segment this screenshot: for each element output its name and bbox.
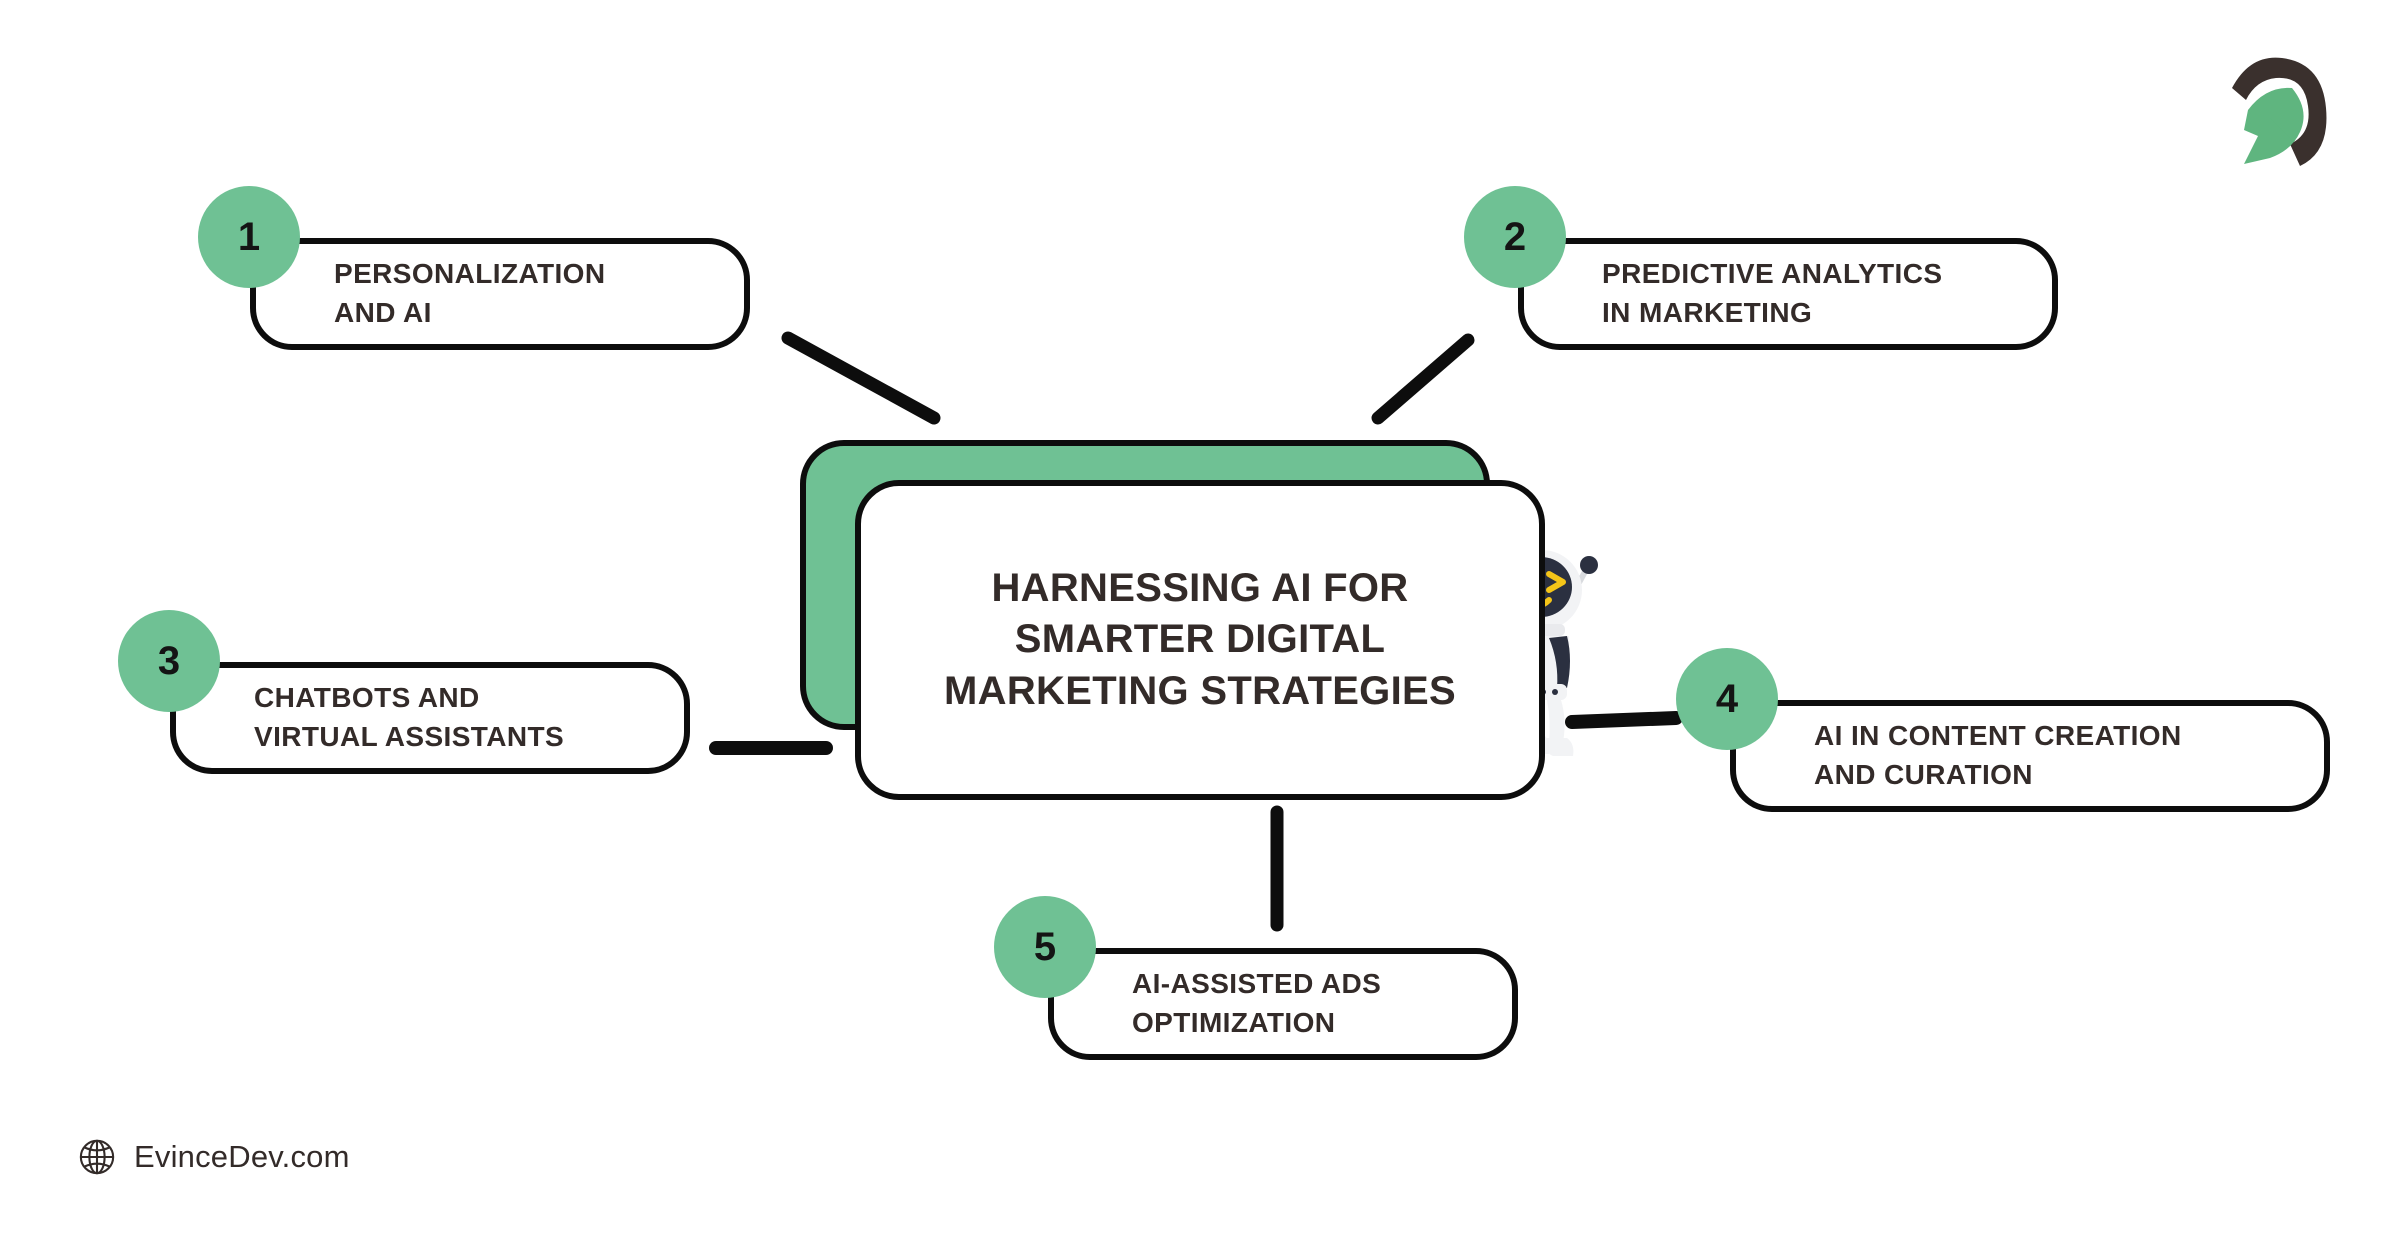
node-3-number: 3 (157, 639, 181, 683)
center-title-line-1: HARNESSING AI FOR (991, 566, 1409, 611)
node-2-box[interactable]: PREDICTIVE ANALYTICS IN MARKETING (1518, 238, 2058, 350)
node-3-label: CHATBOTS AND VIRTUAL ASSISTANTS (176, 679, 588, 756)
center-title-line-2: SMARTER DIGITAL (1014, 617, 1386, 662)
connector-node-2 (1371, 333, 1475, 425)
node-3-label-line-1: CHATBOTS AND (254, 682, 480, 714)
node-2-number: 2 (1503, 215, 1527, 259)
node-3-label-line-2: VIRTUAL ASSISTANTS (254, 721, 565, 752)
evincedev-helmet-logo-icon (2232, 57, 2327, 166)
node-4-label-line-1: AI IN CONTENT CREATION (1814, 720, 2182, 752)
node-4-number: 4 (1715, 677, 1739, 721)
node-1-label-line-2: AND AI (334, 297, 432, 328)
globe-icon (79, 1139, 115, 1175)
node-5-label: AI-ASSISTED ADS OPTIMIZATION (1054, 965, 1405, 1042)
connector-node-4 (1565, 711, 1683, 729)
node-5-label-line-1: AI-ASSISTED ADS (1132, 968, 1382, 1000)
node-3-number-badge: 3 (118, 610, 220, 712)
node-2-number-badge: 2 (1464, 186, 1566, 288)
footer-site-url: EvinceDev.com (134, 1139, 350, 1174)
node-2-label-line-2: IN MARKETING (1602, 297, 1813, 328)
node-1-label: PERSONALIZATION AND AI (256, 255, 629, 332)
center-card-title: HARNESSING AI FOR SMARTER DIGITAL MARKET… (918, 563, 1482, 717)
node-2-label-line-1: PREDICTIVE ANALYTICS (1602, 258, 1943, 290)
center-title-line-3: MARKETING STRATEGIES (944, 668, 1456, 713)
node-5-label-line-2: OPTIMIZATION (1132, 1007, 1336, 1038)
node-5-box[interactable]: AI-ASSISTED ADS OPTIMIZATION (1048, 948, 1518, 1060)
node-5-number: 5 (1033, 925, 1057, 969)
node-1-box[interactable]: PERSONALIZATION AND AI (250, 238, 750, 350)
node-4-label-line-2: AND CURATION (1814, 759, 2033, 790)
node-5-number-badge: 5 (994, 896, 1096, 998)
node-4-label: AI IN CONTENT CREATION AND CURATION (1736, 717, 2206, 794)
center-card[interactable]: HARNESSING AI FOR SMARTER DIGITAL MARKET… (855, 480, 1545, 800)
connector-node-1 (781, 331, 941, 425)
node-1-number-badge: 1 (198, 186, 300, 288)
node-1-number: 1 (237, 215, 261, 259)
node-3-box[interactable]: CHATBOTS AND VIRTUAL ASSISTANTS (170, 662, 690, 774)
node-4-number-badge: 4 (1676, 648, 1778, 750)
node-4-box[interactable]: AI IN CONTENT CREATION AND CURATION (1730, 700, 2330, 812)
footer-brand: EvinceDev.com (78, 1138, 350, 1176)
node-1-label-line-1: PERSONALIZATION (334, 258, 606, 290)
node-2-label: PREDICTIVE ANALYTICS IN MARKETING (1524, 255, 1966, 332)
